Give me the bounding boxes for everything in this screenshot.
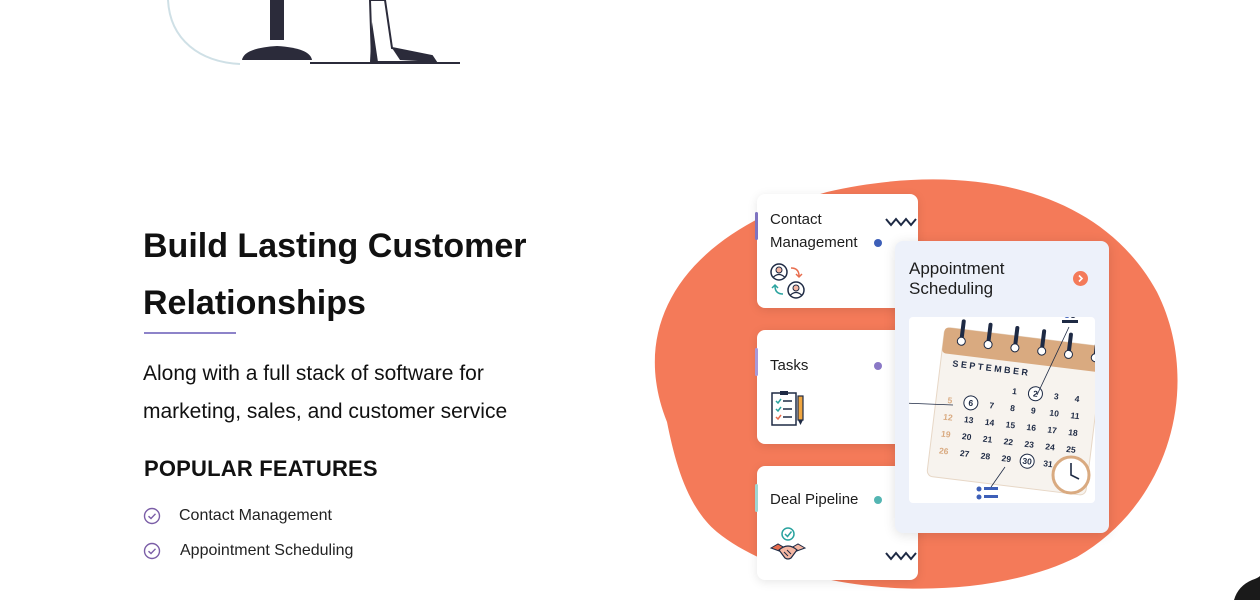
calendar-binder-ring — [1066, 332, 1073, 353]
calendar-day: 1 — [1012, 386, 1018, 397]
calendar-day: 10 — [1049, 408, 1060, 419]
deal-pipeline-label: Deal Pipeline — [770, 491, 859, 508]
calendar-day: 28 — [980, 451, 991, 462]
appt-title-line1: Appointment — [909, 259, 1005, 278]
calendar-day: 8 — [1010, 403, 1016, 414]
feature-item-appointment-scheduling: Appointment Scheduling — [143, 533, 353, 568]
tasks-dot — [874, 362, 882, 370]
calendar-day: 13 — [963, 414, 974, 425]
calendar-day: 5 — [947, 395, 953, 406]
connector-line — [1036, 326, 1070, 396]
calendar-binder-ring — [959, 319, 966, 340]
contact-label-line2: Management — [770, 234, 858, 251]
calendar-day: 16 — [1026, 422, 1037, 433]
checklist-icon — [771, 391, 804, 426]
calendar-rings — [956, 319, 1095, 363]
section-subtext: Along with a full stack of software for … — [143, 355, 603, 431]
tasks-label: Tasks — [770, 357, 809, 374]
deal-dot — [874, 496, 882, 504]
contact-label-line1: Contact — [770, 211, 822, 228]
calendar-ring-hole — [1063, 349, 1073, 359]
calendar-day: 2 — [1033, 388, 1039, 399]
calendar-ring-hole — [1037, 346, 1047, 356]
calendar-day: 31 — [1043, 458, 1054, 469]
popular-features-title: POPULAR FEATURES — [144, 456, 378, 481]
appointment-arrow-button[interactable] — [1073, 271, 1088, 286]
people-icon — [1062, 317, 1078, 323]
calendar-ring-hole — [1090, 353, 1095, 363]
calendar-day: 27 — [959, 448, 970, 459]
calendar-day: 25 — [1066, 444, 1077, 455]
calendar-binder-ring — [1040, 329, 1047, 350]
person-illustration-fragment — [167, 0, 460, 65]
contact-management-label: Contact Management — [770, 208, 880, 254]
arrow-right-icon — [1078, 274, 1084, 283]
deal-pipeline-card[interactable]: Deal Pipeline — [755, 466, 918, 580]
card-accent-bar — [755, 484, 758, 512]
contact-management-card[interactable]: Contact Management — [755, 194, 918, 308]
calendar-binder-ring — [986, 322, 993, 343]
calendar-day: 30 — [1022, 456, 1033, 467]
calendar-day: 29 — [1001, 453, 1012, 464]
appt-title-line2: Scheduling — [909, 279, 994, 298]
calendar-day: 19 — [941, 429, 952, 440]
calendar-day: 21 — [982, 434, 993, 445]
calendar-day: 9 — [1030, 405, 1036, 416]
subtext-line2: marketing, sales, and customer service — [143, 400, 508, 423]
clock-icon — [1051, 455, 1091, 495]
section-heading-line1: Build Lasting Customer — [143, 227, 527, 265]
calendar-day: 3 — [1053, 391, 1059, 402]
calendar-day: 14 — [984, 417, 995, 428]
connector-line — [990, 466, 1006, 488]
contacts-swap-icon — [770, 263, 805, 299]
feature-item-contact-management: Contact Management — [143, 498, 353, 533]
section-heading-line2: Relationships — [143, 284, 366, 322]
tasks-card[interactable]: Tasks — [755, 330, 918, 444]
card-accent-bar — [755, 212, 758, 240]
calendar-day: 17 — [1047, 424, 1058, 435]
handshake-icon — [769, 527, 807, 560]
calendar-day: 11 — [1070, 410, 1080, 421]
calendar-day: 24 — [1045, 441, 1056, 452]
list-bullets-icon — [976, 486, 998, 500]
calendar-day-highlight — [963, 395, 979, 411]
calendar-day: 18 — [1068, 427, 1079, 438]
calendar-day: 7 — [989, 400, 995, 411]
calendar-day: 23 — [1024, 439, 1035, 450]
heading-underline — [144, 332, 236, 334]
check-circle-icon — [143, 542, 161, 559]
feature-label: Contact Management — [179, 506, 332, 524]
calendar-day: 6 — [968, 398, 974, 409]
calendar-day: 26 — [938, 445, 949, 456]
calendar-ring-hole — [1010, 343, 1020, 353]
calendar-day: 15 — [1005, 419, 1016, 430]
feature-label: Appointment Scheduling — [180, 541, 354, 559]
calendar-day: 20 — [961, 431, 972, 442]
calendar-ring-hole — [956, 336, 966, 346]
corner-decoration — [1234, 576, 1260, 600]
feature-list: Contact Management Appointment Schedulin… — [143, 498, 353, 568]
check-circle-icon — [143, 507, 161, 524]
section-heading: Build Lasting Customer Relationships — [143, 218, 603, 332]
calendar-ring-hole — [983, 340, 993, 350]
appointment-scheduling-title: Appointment Scheduling — [909, 259, 1059, 299]
calendar-day: 4 — [1074, 394, 1080, 405]
calendar-day: 22 — [1003, 436, 1014, 447]
subtext-line1: Along with a full stack of software for — [143, 362, 484, 385]
calendar-binder-ring — [1013, 325, 1020, 346]
calendar-day: 12 — [943, 412, 954, 423]
calendar-day-highlight — [1019, 453, 1035, 469]
zigzag-decoration-icon — [885, 551, 917, 561]
contact-dot — [874, 239, 882, 247]
card-accent-bar — [755, 348, 758, 376]
connector-line — [909, 402, 954, 406]
zigzag-decoration-icon — [885, 217, 917, 227]
